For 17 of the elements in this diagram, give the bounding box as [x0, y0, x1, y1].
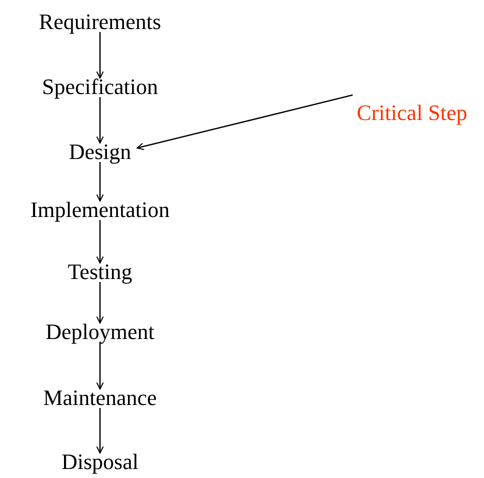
arrow	[96, 97, 104, 144]
step-label: Deployment	[46, 320, 154, 344]
arrow	[96, 342, 104, 390]
step-label: Design	[68, 140, 132, 164]
step-label: Requirements	[38, 10, 162, 34]
arrow	[96, 162, 104, 202]
arrow	[96, 408, 104, 454]
step-label: Critical Step	[356, 101, 468, 125]
step-label: Maintenance	[43, 386, 157, 410]
arrow	[136, 94, 353, 150]
arrow	[96, 282, 104, 324]
step-label: Disposal	[62, 450, 138, 474]
step-label: Specification	[42, 75, 158, 99]
arrow	[96, 220, 104, 264]
step-label: Testing	[68, 260, 132, 284]
arrow	[96, 32, 104, 79]
step-label: Implementation	[30, 198, 170, 222]
